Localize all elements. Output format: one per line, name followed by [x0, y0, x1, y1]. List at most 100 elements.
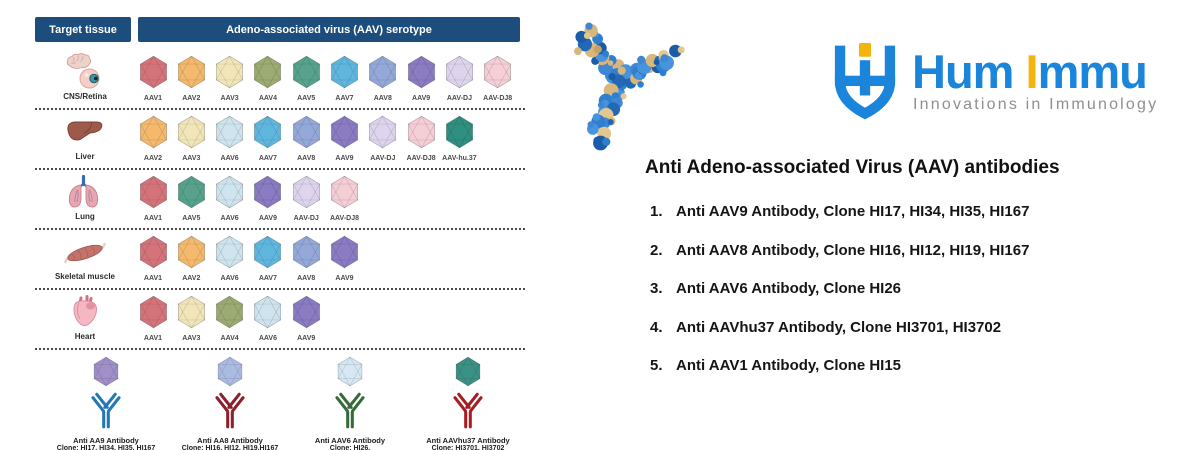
serotype-label: AAV9	[297, 335, 316, 342]
aav-capsid-icon	[455, 356, 481, 387]
aav-capsid-icon	[177, 55, 206, 89]
brand-word2: mmu	[1037, 45, 1148, 98]
serotype-label: AAV3	[182, 155, 201, 162]
aav-capsid-icon	[292, 295, 320, 329]
aav-capsid-icon	[139, 295, 167, 329]
serotype-label: AAV-DJ8	[483, 95, 513, 102]
serotype-aav9: AAV9	[286, 295, 326, 342]
aav-capsid-icon	[254, 235, 282, 269]
aav-capsid-icon	[445, 115, 474, 149]
product-list-item: 1. Anti AAV9 Antibody, Clone HI17, HI34,…	[650, 203, 1029, 220]
target-tissue-header: Target tissue	[35, 17, 131, 42]
serotype-aav9: AAV9	[401, 55, 441, 102]
item-number: 1.	[650, 203, 663, 220]
serotype-aav1: AAV1	[133, 235, 173, 282]
serotype-aav2: AAV2	[171, 55, 211, 102]
serotype-aav2: AAV2	[171, 235, 211, 282]
aav-capsid-icon	[177, 235, 206, 269]
serotype-label: AAV-DJ8	[329, 215, 360, 222]
products-title: Anti Adeno-associated Virus (AAV) antibo…	[645, 157, 1060, 178]
tissue-cell: Heart	[35, 290, 135, 350]
aav-capsid-icon	[139, 55, 167, 89]
serotype-label: AAV2	[182, 95, 201, 102]
serotype-aav6: AAV6	[210, 175, 250, 222]
brain-eye-icon	[35, 50, 135, 93]
serotype-aav2: AAV2	[133, 115, 173, 162]
tissue-label: Liver	[75, 152, 95, 161]
tissue-rows: CNS/Retina AAV1 AAV2 AAV3 AAV4 AAV5	[35, 42, 525, 350]
serotype-label: AAV8	[297, 275, 316, 282]
serotype-aav9: AAV9	[248, 175, 288, 222]
tissue-row: Liver AAV2 AAV3 AAV6 AAV7 AAV8	[35, 110, 525, 170]
aav-capsid-icon	[330, 235, 359, 269]
serotype-aav1: AAV1	[133, 55, 173, 102]
serotype-label: AAV3	[182, 335, 201, 342]
serotype-aav8: AAV8	[286, 235, 326, 282]
tissue-label: Skeletal muscle	[54, 272, 116, 281]
serotype-aav-hu.37: AAV-hu.37	[439, 115, 479, 162]
aav-capsid-icon	[215, 295, 244, 329]
humimmu-logo-icon	[834, 43, 896, 120]
tissue-label: CNS/Retina	[63, 92, 107, 101]
product-list-item: 2. Anti AAV8 Antibody, Clone HI16, HI12,…	[650, 242, 1029, 259]
tissue-label: Lung	[75, 212, 95, 221]
serotype-label: AAV4	[220, 335, 239, 342]
serotype-aav1: AAV1	[133, 175, 173, 222]
aav-capsid-icon	[177, 175, 206, 209]
item-number: 2.	[650, 241, 663, 259]
serotype-aav6: AAV6	[210, 235, 250, 282]
serotype-label: AAV-hu.37	[442, 155, 477, 162]
aav-capsid-icon	[407, 115, 435, 149]
serotype-aav3: AAV3	[171, 295, 211, 342]
antibody-product: Anti AAV6 Antibody Clone: HI26,	[285, 356, 415, 450]
serotype-aav-dj8: AAV-DJ8	[478, 55, 518, 102]
aav-capsid-icon	[254, 115, 282, 149]
serotype-aav-dj: AAV-DJ	[286, 175, 326, 222]
product-list: 1. Anti AAV9 Antibody, Clone HI17, HI34,…	[650, 203, 1029, 396]
antibody-name: Anti AA8 Antibody	[197, 436, 263, 445]
aav-capsid-icon	[292, 235, 320, 269]
tissue-row: CNS/Retina AAV1 AAV2 AAV3 AAV4 AAV5	[35, 50, 525, 110]
brand-word1: Hum	[912, 45, 1026, 98]
antibody-product: Anti AAVhu37 Antibody Clone: HI3701, HI3…	[403, 356, 533, 450]
serotype-aav8: AAV8	[363, 55, 403, 102]
tissue-cell: CNS/Retina	[35, 50, 135, 110]
antibody-icon	[453, 392, 483, 429]
item-text: Anti AAV8 Antibody, Clone HI16, HI12, HI…	[676, 241, 1030, 259]
aav-capsid-icon	[292, 175, 320, 209]
serotype-aav-dj: AAV-DJ	[363, 115, 403, 162]
serotype-aav-dj8: AAV-DJ8	[325, 175, 365, 222]
heart-icon	[35, 290, 135, 333]
serotype-label: AAV-DJ8	[406, 155, 436, 162]
serotype-label: AAV5	[182, 215, 201, 222]
serotype-label: AAV7	[258, 155, 277, 162]
serotype-label: AAV-DJ	[293, 215, 319, 222]
antibody-molecule-image	[574, 22, 685, 151]
aav-capsid-icon	[93, 356, 119, 387]
serotype-label: AAV4	[258, 95, 277, 102]
serotype-label: AAV1	[143, 335, 163, 342]
serotype-label: AAV2	[143, 155, 163, 162]
aav-capsid-icon	[254, 175, 282, 209]
serotype-aav6: AAV6	[248, 295, 288, 342]
serotype-aav4: AAV4	[248, 55, 288, 102]
aav-capsid-icon	[445, 55, 474, 89]
antibody-clones: Clone: HI16, HI12, HI19,HI167	[181, 445, 279, 450]
lung-icon	[35, 170, 135, 213]
serotype-label: AAV9	[335, 275, 354, 282]
aav-capsid-icon	[407, 55, 435, 89]
brand-tagline: Innovations in Immunology	[913, 96, 1159, 113]
antibody-product: Anti AA9 Antibody Clone: HI17, HI34, HI3…	[41, 356, 171, 450]
antibody-clones: Clone: HI26,	[329, 445, 371, 450]
aav-capsid-icon	[254, 295, 282, 329]
aav-capsid-icon	[292, 55, 320, 89]
aav-capsid-icon	[254, 55, 282, 89]
tissue-row: Skeletal muscle AAV1 AAV2 AAV6 AAV7 AAV8	[35, 230, 525, 290]
serotype-aav9: AAV9	[325, 235, 365, 282]
serotype-label: AAV6	[220, 215, 239, 222]
product-list-item: 5. Anti AAV1 Antibody, Clone HI15	[650, 357, 1029, 374]
aav-capsid-icon	[177, 115, 206, 149]
brand-name: Hum Immu	[912, 44, 1148, 99]
serotype-aav1: AAV1	[133, 295, 173, 342]
tissue-cell: Lung	[35, 170, 135, 230]
